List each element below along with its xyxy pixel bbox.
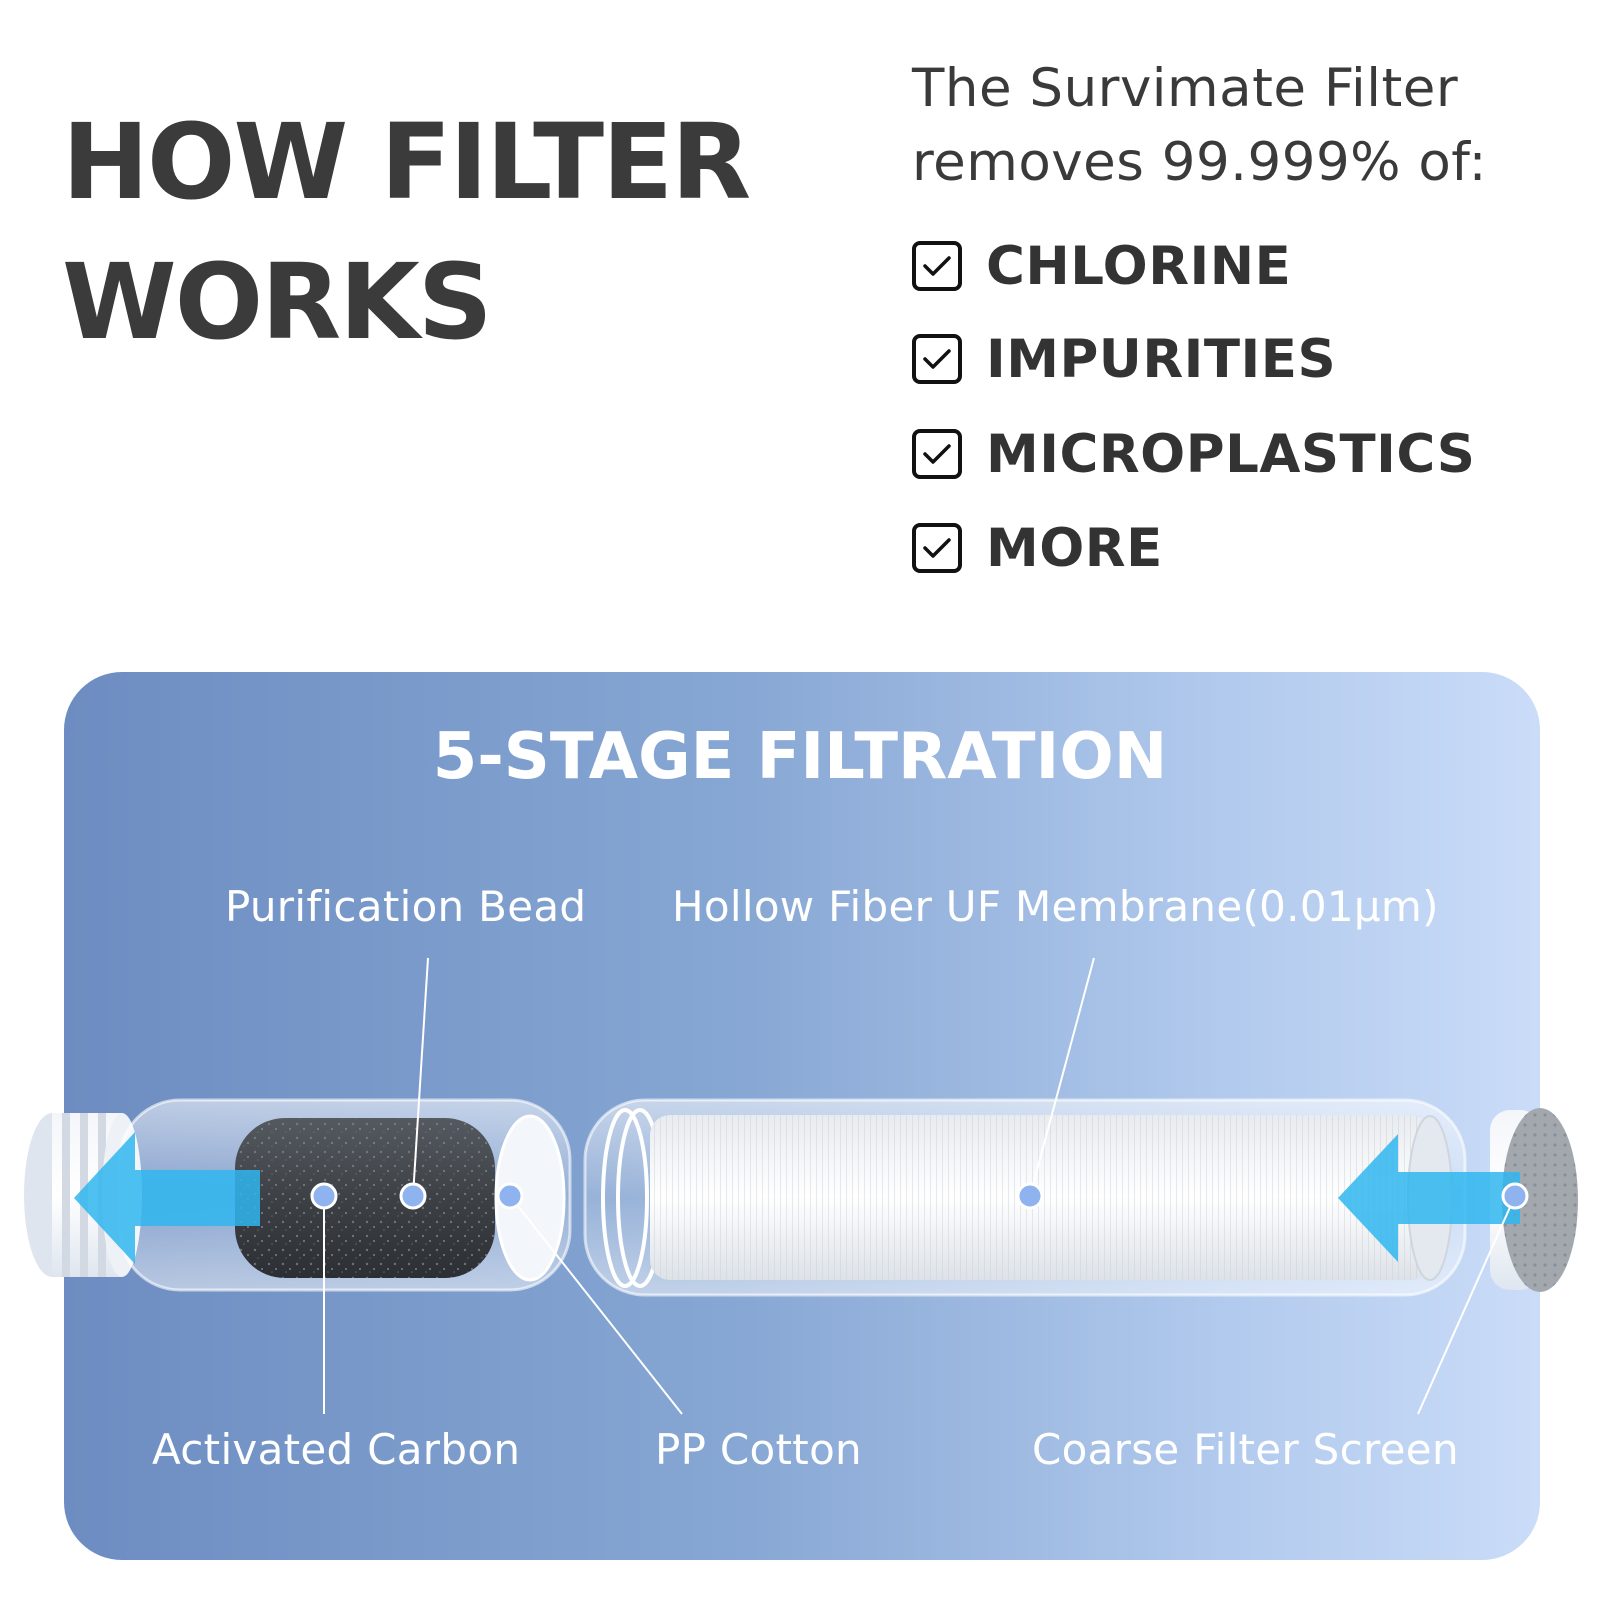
callout-lines [323,957,1516,1415]
headline: HOW FILTER WORKS [62,92,822,372]
callout-markers [310,1182,1529,1210]
callout-hollow-fiber-membrane: Hollow Fiber UF Membrane(0.01μm) [672,882,1439,931]
checklist-item-chlorine: CHLORINE [912,235,1292,297]
panel-title: 5-STAGE FILTRATION [432,720,1168,794]
headline-line-1: HOW FILTER [62,101,751,223]
checklist-label: CHLORINE [986,235,1292,297]
callout-pp-cotton: PP Cotton [655,1425,862,1474]
checklist-item-microplastics: MICROPLASTICS [912,423,1476,485]
checkbox-checked-icon [912,334,962,384]
headline-line-2: WORKS [62,241,493,363]
coarse-filter-screen [1490,1108,1578,1292]
activated-carbon-block [235,1118,495,1278]
checklist-item-more: MORE [912,517,1163,579]
checkbox-checked-icon [912,523,962,573]
pp-cotton-disc [494,1114,566,1282]
checklist-label: MORE [986,517,1163,579]
hollow-fiber-membrane [650,1115,1453,1281]
checklist-label: IMPURITIES [986,328,1337,390]
checkbox-checked-icon [912,429,962,479]
flow-arrow-icon [1338,1134,1520,1262]
intro-text: The Survimate Filter removes 99.999% of: [912,52,1572,200]
checkbox-checked-icon [912,241,962,291]
checklist-item-impurities: IMPURITIES [912,328,1337,390]
intro-line-2: removes 99.999% of: [912,132,1487,193]
flow-arrow-icon [74,1132,260,1264]
intro-line-1: The Survimate Filter [912,58,1459,119]
callout-coarse-filter-screen: Coarse Filter Screen [1032,1425,1459,1474]
checklist-label: MICROPLASTICS [986,423,1476,485]
callout-purification-bead: Purification Bead [225,882,587,931]
callout-activated-carbon: Activated Carbon [152,1425,521,1474]
